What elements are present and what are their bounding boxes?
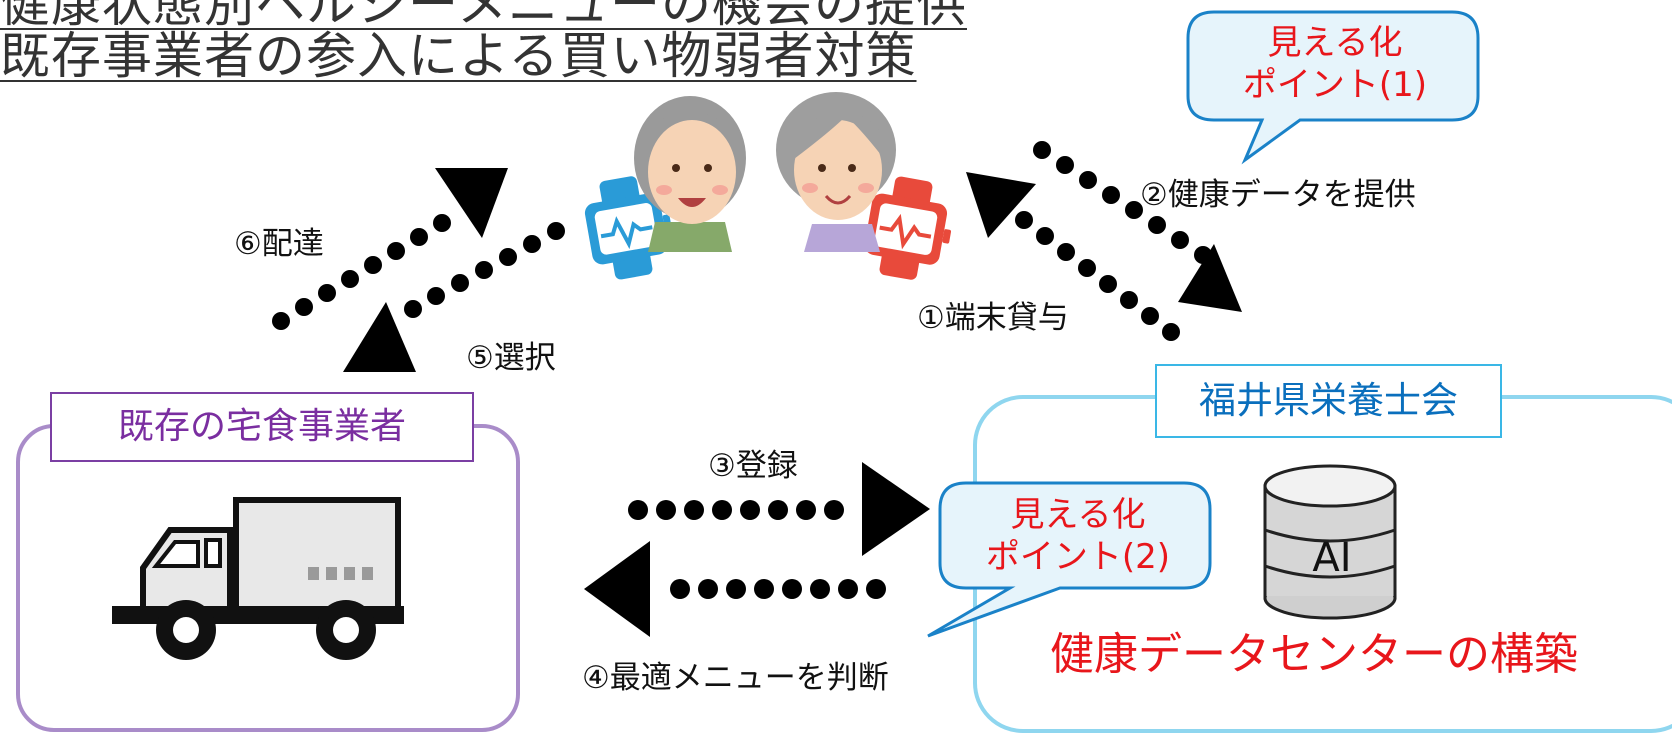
smartwatch-blue-icon [584, 176, 672, 280]
delivery-operator-tag: 既存の宅食事業者 [50, 392, 474, 462]
step-5-label: ⑤選択 [466, 340, 556, 376]
arrow-health-data-dots [1033, 141, 1212, 264]
delivery-operator-panel [16, 424, 520, 732]
delivery-truck-icon [112, 497, 404, 660]
arrow-delivery-dots [272, 214, 451, 330]
dietitian-association-tag: 福井県栄養士会 [1155, 364, 1502, 438]
visibility-point-1-line1: 見える化 [1267, 23, 1403, 63]
arrow-lend-dots [1015, 211, 1180, 341]
step-1-label: ①端末貸与 [917, 300, 1069, 336]
title-line-1: 健康状態別ヘルシーメニューの機会の提供 [0, 0, 967, 33]
data-center-caption: 健康データセンターの構築 [1050, 629, 1578, 680]
arrow-lend-head [966, 172, 1036, 238]
visibility-point-1-line2: ポイント(1) [1242, 65, 1428, 105]
title-line-2: 既存事業者の参入による買い物弱者対策 [0, 27, 917, 85]
ai-label: AI [1312, 535, 1352, 581]
arrow-health-data-head [1178, 244, 1242, 312]
visibility-point-1-text: 見える化 ポイント(1) [1193, 22, 1477, 106]
arrow-register-head [862, 462, 930, 556]
visibility-point-2-text: 見える化 ポイント(2) [945, 494, 1211, 578]
elderly-woman-icon [776, 92, 896, 252]
visibility-point-2-line2: ポイント(2) [985, 537, 1171, 577]
ai-database-icon [1263, 464, 1397, 620]
arrow-menu-dots [670, 579, 886, 599]
diagram-graphics [112, 10, 1480, 660]
speech-bubble-2 [927, 481, 1212, 638]
smartwatch-red-icon [864, 176, 952, 280]
speech-bubble-1 [1186, 10, 1480, 165]
step-4-label: ④最適メニューを判断 [582, 660, 889, 696]
step-6-label: ⑥配達 [234, 226, 324, 262]
visibility-point-2-line1: 見える化 [1010, 495, 1146, 535]
arrow-delivery-head [435, 168, 508, 238]
arrow-menu-head [584, 541, 650, 637]
arrow-register-dots [628, 500, 844, 520]
step-2-label: ②健康データを提供 [1140, 177, 1416, 213]
step-3-label: ③登録 [708, 448, 798, 484]
arrow-select-head [343, 302, 416, 372]
elderly-man-icon [634, 96, 746, 252]
arrow-select-dots [404, 222, 565, 318]
